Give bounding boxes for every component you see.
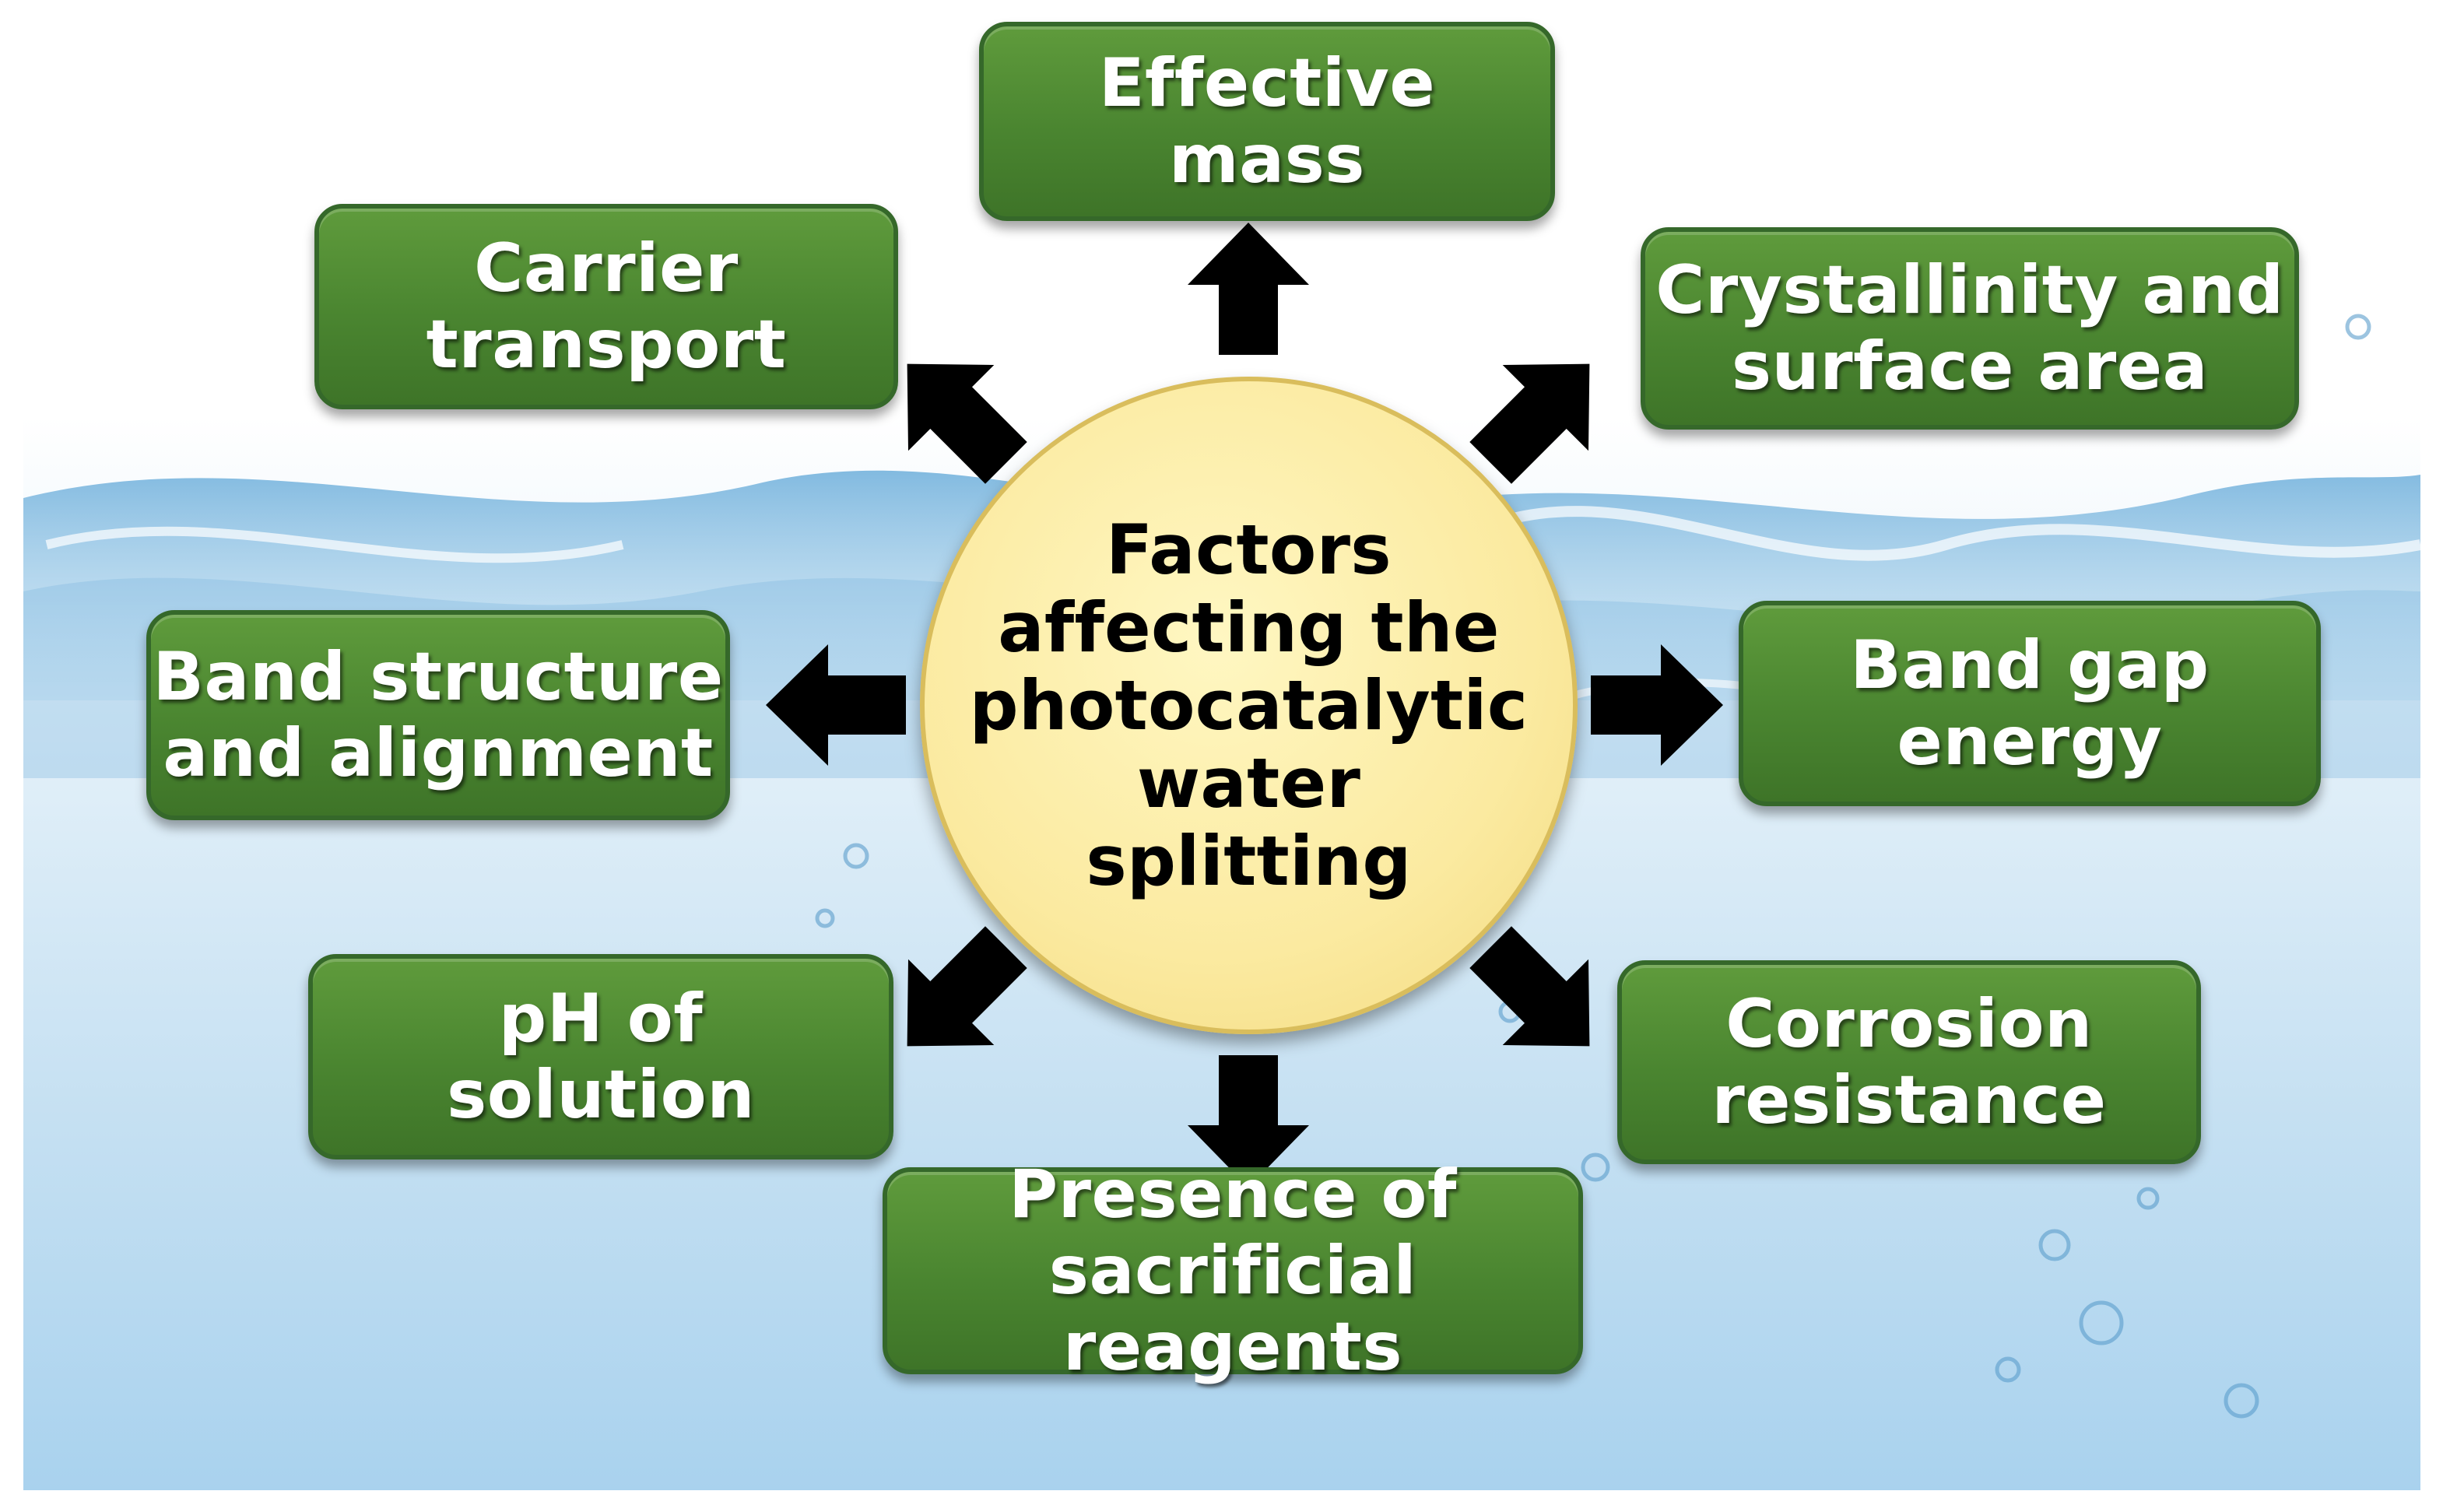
factor-box-corrosion: Corrosion resistance [1617, 960, 2201, 1164]
arrow-to-carrier-transport [907, 363, 1027, 484]
factor-box-sacrificial-reagents: Presence of sacrificial reagents [883, 1156, 1583, 1385]
factor-label: Corrosion resistance [1711, 985, 2107, 1139]
factor-label: pH of solution [447, 980, 755, 1134]
arrow-to-effective-mass [1188, 223, 1309, 355]
factor-label: Band structure and alignment [153, 638, 724, 792]
arrow-to-band-gap [1591, 644, 1723, 766]
factor-box-ph: pH of solution [308, 954, 893, 1159]
center-topic-circle: Factors affecting the photocatalytic wat… [920, 377, 1578, 1034]
factor-box-band-structure: Band structure and alignment [146, 610, 730, 820]
factor-label: Presence of sacrificial reagents [1009, 1156, 1457, 1386]
center-topic-label: Factors affecting the photocatalytic wat… [969, 509, 1529, 901]
factor-box-band-gap: Band gap energy [1739, 601, 2321, 806]
factor-box-crystallinity: Crystallinity and surface area [1641, 227, 2299, 430]
factor-label: Crystallinity and surface area [1655, 251, 2284, 405]
arrow-to-ph [907, 926, 1027, 1047]
arrow-to-corrosion [1469, 926, 1590, 1047]
factor-label: Effective mass [1098, 44, 1436, 198]
factor-box-carrier-transport: Carrier transport [314, 204, 898, 409]
arrow-to-sacrificial-reagents [1188, 1055, 1309, 1187]
factor-label: Carrier transport [426, 230, 787, 384]
arrow-to-crystallinity [1469, 363, 1590, 484]
factor-box-effective-mass: Effective mass [979, 22, 1555, 221]
factor-label: Band gap energy [1850, 626, 2210, 781]
arrow-to-band-structure [766, 644, 906, 766]
